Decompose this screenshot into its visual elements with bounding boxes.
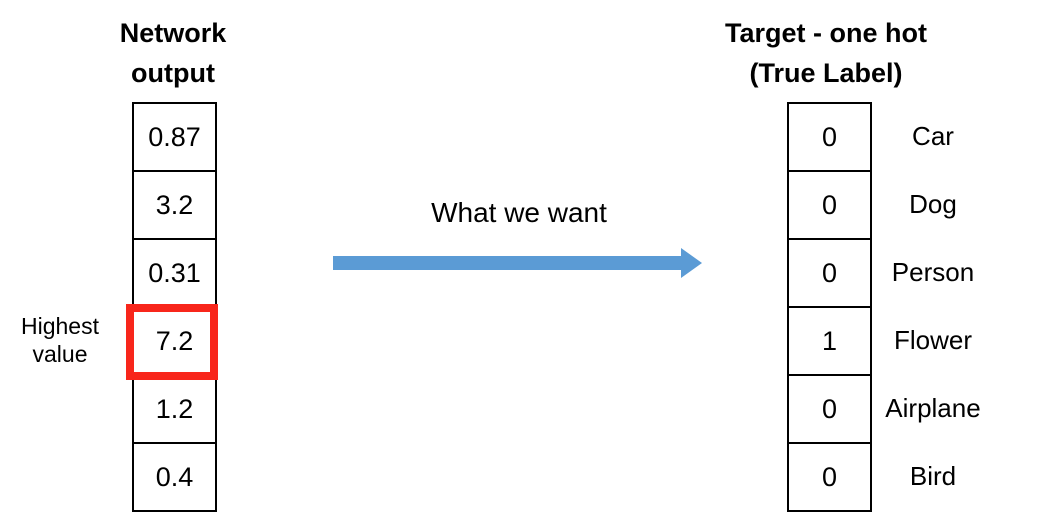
network-output-title: Network output: [93, 13, 253, 93]
target-cell: 0: [789, 170, 870, 238]
arrow-head: [681, 248, 702, 278]
highest-value-note-line2: value: [32, 341, 88, 367]
target-cell: 0: [789, 374, 870, 442]
target-title-line1: Target - one hot: [725, 18, 927, 48]
target-cell: 0: [821, 121, 838, 152]
class-label-airplane: Airplane: [885, 392, 981, 423]
target-title: Target - one hot (True Label): [706, 13, 946, 93]
class-label-flower: Flower: [893, 324, 972, 355]
target-cell: 0: [789, 442, 870, 510]
class-label-person: Person: [891, 256, 975, 287]
arrow-shaft: [333, 256, 681, 270]
class-label-dog: Dog: [909, 188, 957, 219]
target-one-hot-vector: 0 0 0 1 0 0: [787, 102, 872, 512]
network-output-cell: 1.2: [134, 374, 215, 442]
network-output-cell: 0.31: [134, 238, 215, 306]
what-we-want-caption: What we want: [431, 197, 607, 228]
class-label-list: Car Dog Person Flower Airplane Bird: [878, 102, 988, 510]
highest-value-highlight-box: [126, 304, 218, 380]
class-label-bird: Bird: [909, 460, 957, 491]
target-title-line2: (True Label): [749, 58, 903, 88]
network-output-cell: 0.4: [134, 442, 215, 510]
network-output-cell: 3.2: [134, 170, 215, 238]
class-label-car: Car: [912, 120, 954, 151]
network-output-cell: 0.87: [148, 121, 201, 152]
target-cell: 0: [789, 238, 870, 306]
highest-value-note: Highest value: [6, 312, 114, 368]
network-output-title-line2: output: [131, 58, 215, 88]
network-output-title-line1: Network: [119, 18, 227, 48]
target-cell-hot: 1: [789, 306, 870, 374]
highest-value-note-line1: Highest: [21, 313, 99, 339]
right-arrow-icon: [333, 248, 702, 278]
